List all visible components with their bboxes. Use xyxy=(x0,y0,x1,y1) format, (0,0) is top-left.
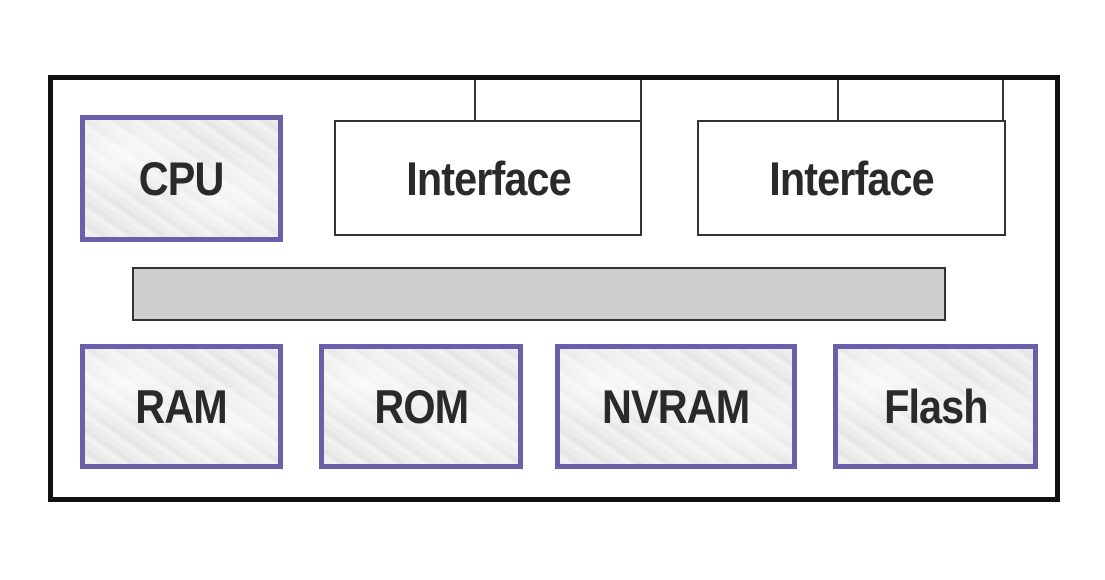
nvram-label: NVRAM xyxy=(602,380,750,433)
router-diagram-frame: CPU Interface Interface RAM ROM NVRAM Fl… xyxy=(48,75,1060,502)
system-bus xyxy=(132,267,946,321)
ram-block: RAM xyxy=(80,344,283,469)
interface-2-label: Interface xyxy=(769,151,934,205)
cpu-label: CPU xyxy=(139,152,225,205)
interface-2-block: Interface xyxy=(697,120,1006,236)
cpu-block: CPU xyxy=(80,115,283,242)
interface-1-block: Interface xyxy=(334,120,642,236)
flash-block: Flash xyxy=(833,344,1038,469)
ram-label: RAM xyxy=(135,380,228,433)
interface-1-connector xyxy=(474,80,642,122)
rom-label: ROM xyxy=(374,380,469,433)
flash-label: Flash xyxy=(883,380,989,433)
rom-block: ROM xyxy=(319,344,523,469)
interface-2-connector xyxy=(837,80,1004,122)
interface-1-label: Interface xyxy=(405,151,571,205)
nvram-block: NVRAM xyxy=(555,344,797,469)
